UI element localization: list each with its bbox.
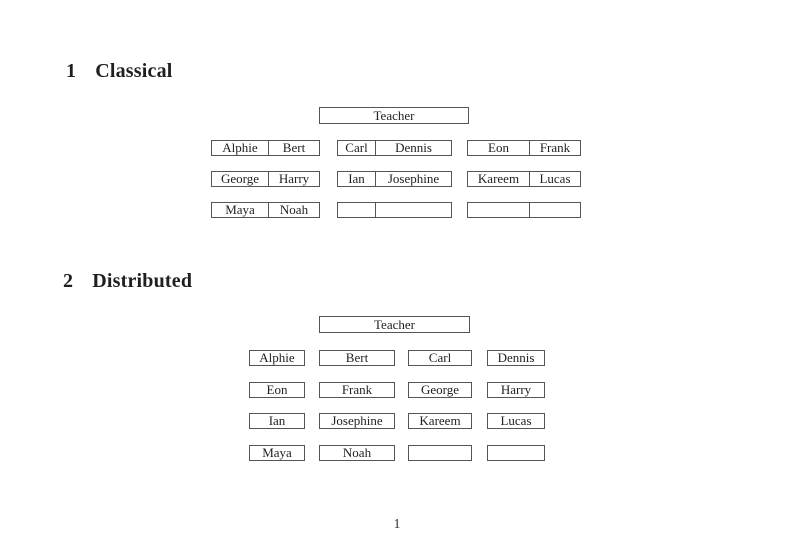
seat: Alphie bbox=[212, 141, 269, 155]
seat: Bert bbox=[282, 141, 306, 155]
desk: George Harry bbox=[211, 171, 320, 187]
section-title: Distributed bbox=[92, 270, 193, 292]
seat: Eon bbox=[249, 382, 305, 398]
seat: Harry bbox=[487, 382, 545, 398]
seat: Josephine bbox=[319, 413, 395, 429]
seat: Frank bbox=[539, 141, 571, 155]
seat: Noah bbox=[319, 445, 395, 461]
seat: Josephine bbox=[387, 172, 440, 186]
desk: Maya Noah bbox=[211, 202, 320, 218]
desk bbox=[467, 202, 581, 218]
seat: Carl bbox=[338, 141, 376, 155]
teacher-box-distributed: Teacher bbox=[319, 316, 470, 333]
seat-empty bbox=[530, 203, 580, 217]
seat: Maya bbox=[249, 445, 305, 461]
desk: Alphie Bert bbox=[211, 140, 320, 156]
seat: George bbox=[212, 172, 269, 186]
seat: Maya bbox=[212, 203, 269, 217]
seat: George bbox=[408, 382, 472, 398]
seat: Ian bbox=[338, 172, 376, 186]
seat-empty bbox=[468, 203, 530, 217]
seat-empty bbox=[338, 203, 376, 217]
teacher-label: Teacher bbox=[374, 317, 415, 332]
seat-empty bbox=[487, 445, 545, 461]
desk: Carl Dennis bbox=[337, 140, 452, 156]
section-number: 2 bbox=[63, 270, 74, 292]
section-number: 1 bbox=[66, 60, 77, 82]
teacher-label: Teacher bbox=[373, 108, 415, 123]
seat: Alphie bbox=[249, 350, 305, 366]
seat: Kareem bbox=[408, 413, 472, 429]
seat: Dennis bbox=[487, 350, 545, 366]
section-title: Classical bbox=[95, 60, 173, 82]
desk: Kareem Lucas bbox=[467, 171, 581, 187]
seat: Bert bbox=[319, 350, 395, 366]
desk bbox=[337, 202, 452, 218]
seat: Frank bbox=[319, 382, 395, 398]
seat-empty bbox=[376, 203, 451, 217]
seat: Noah bbox=[279, 203, 309, 217]
seat: Kareem bbox=[468, 172, 530, 186]
section-heading-distributed: 2 Distributed bbox=[63, 270, 192, 293]
page-number: 1 bbox=[393, 517, 401, 532]
seat: Lucas bbox=[487, 413, 545, 429]
seat-empty bbox=[408, 445, 472, 461]
desk: Eon Frank bbox=[467, 140, 581, 156]
seat: Harry bbox=[278, 172, 310, 186]
desk: Ian Josephine bbox=[337, 171, 452, 187]
seat: Dennis bbox=[395, 141, 432, 155]
seat: Ian bbox=[249, 413, 305, 429]
seat: Carl bbox=[408, 350, 472, 366]
seat: Eon bbox=[468, 141, 530, 155]
teacher-box-classical: Teacher bbox=[319, 107, 469, 124]
seat: Lucas bbox=[539, 172, 571, 186]
section-heading-classical: 1 Classical bbox=[66, 60, 173, 83]
